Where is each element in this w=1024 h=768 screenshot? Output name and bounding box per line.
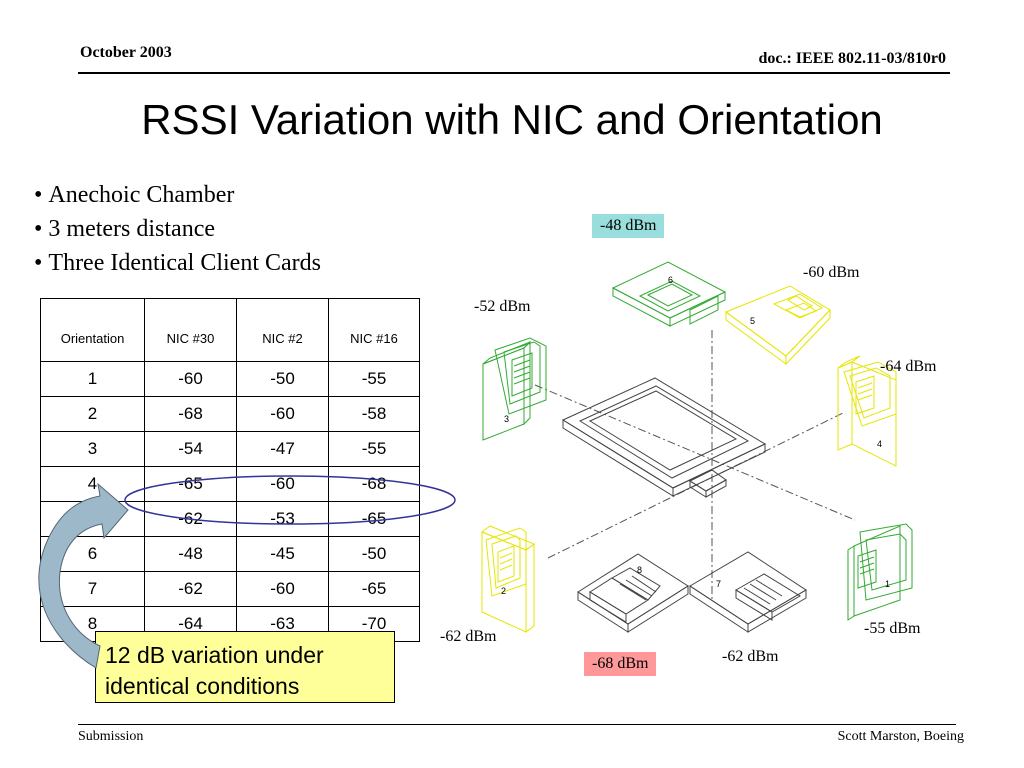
card-number-3: 3: [504, 414, 509, 424]
table-cell: -54: [144, 431, 237, 467]
footer-rule: [78, 724, 956, 725]
table-cell: -60: [236, 571, 329, 607]
bullet-item: Three Identical Client Cards: [34, 246, 321, 280]
table-cell: -68: [144, 396, 237, 432]
card-orientation-1: [847, 523, 913, 621]
table-row: 1 -60 -50 -55: [40, 361, 420, 397]
header-doc-id: doc.: IEEE 802.11-03/810r0: [758, 50, 946, 67]
card-number-4: 4: [877, 439, 882, 449]
card-number-5: 5: [750, 316, 755, 326]
card-orientation-2: [480, 525, 536, 633]
footer-submission: Submission: [78, 729, 144, 744]
dbm-label-o2: -62 dBm: [440, 628, 497, 645]
table-cell: -65: [328, 571, 420, 607]
callout-line: 12 dB variation under: [105, 642, 324, 668]
card-orientation-7: [689, 551, 807, 633]
card-number-1: 1: [885, 579, 890, 589]
column-header: NIC #16: [328, 298, 420, 362]
bullet-item: Anechoic Chamber: [34, 178, 321, 212]
table-row: 3 -54 -47 -55: [40, 431, 420, 467]
card-orientation-4: [837, 355, 897, 467]
table-row: 2 -68 -60 -58: [40, 396, 420, 432]
card-orientation-5: [724, 285, 831, 366]
center-card: [561, 377, 767, 498]
column-header: NIC #2: [236, 298, 329, 362]
card-orientation-8: [577, 553, 689, 633]
card-orientation-3: [482, 337, 547, 441]
bullet-list: Anechoic Chamber 3 meters distance Three…: [34, 178, 321, 280]
card-number-6: 6: [668, 275, 673, 285]
column-header: NIC #30: [144, 298, 237, 362]
table-cell: 1: [40, 361, 145, 397]
table-cell: -62: [144, 571, 237, 607]
dbm-label-o8: -68 dBm: [584, 652, 657, 676]
axis-lines: [534, 330, 856, 600]
header-rule: [78, 72, 950, 74]
table-cell: -65: [144, 466, 237, 502]
dbm-label-o7: -62 dBm: [722, 648, 779, 665]
table-cell: 3: [40, 431, 145, 467]
table-cell: -55: [328, 431, 420, 467]
dbm-label-o5: -60 dBm: [803, 264, 860, 281]
dbm-label-o1: -55 dBm: [864, 620, 921, 637]
callout-arrow-icon: [38, 482, 129, 669]
variation-callout: 12 dB variation under identical conditio…: [95, 631, 395, 703]
table-cell: -55: [328, 361, 420, 397]
table-cell: -50: [328, 536, 420, 572]
table-cell: -58: [328, 396, 420, 432]
card-number-7: 7: [716, 579, 721, 589]
dbm-label-o4: -64 dBm: [880, 358, 937, 375]
table-cell: -50: [236, 361, 329, 397]
page-title: RSSI Variation with NIC and Orientation: [141, 96, 883, 143]
card-number-8: 8: [637, 565, 642, 575]
bullet-item: 3 meters distance: [34, 212, 321, 246]
card-number-2: 2: [501, 586, 506, 596]
dbm-label-o6: -48 dBm: [592, 214, 665, 238]
footer-author: Scott Marston, Boeing: [837, 729, 964, 744]
table-cell: -47: [236, 431, 329, 467]
table-cell: -60: [236, 396, 329, 432]
dbm-label-o3: -52 dBm: [474, 298, 531, 315]
table-header-row: Orientation NIC #30 NIC #2 NIC #16: [40, 298, 420, 362]
row-highlight-ellipse: [124, 475, 456, 525]
header-date: October 2003: [80, 44, 172, 61]
callout-line: identical conditions: [105, 673, 300, 699]
card-orientation-6: [611, 261, 727, 327]
